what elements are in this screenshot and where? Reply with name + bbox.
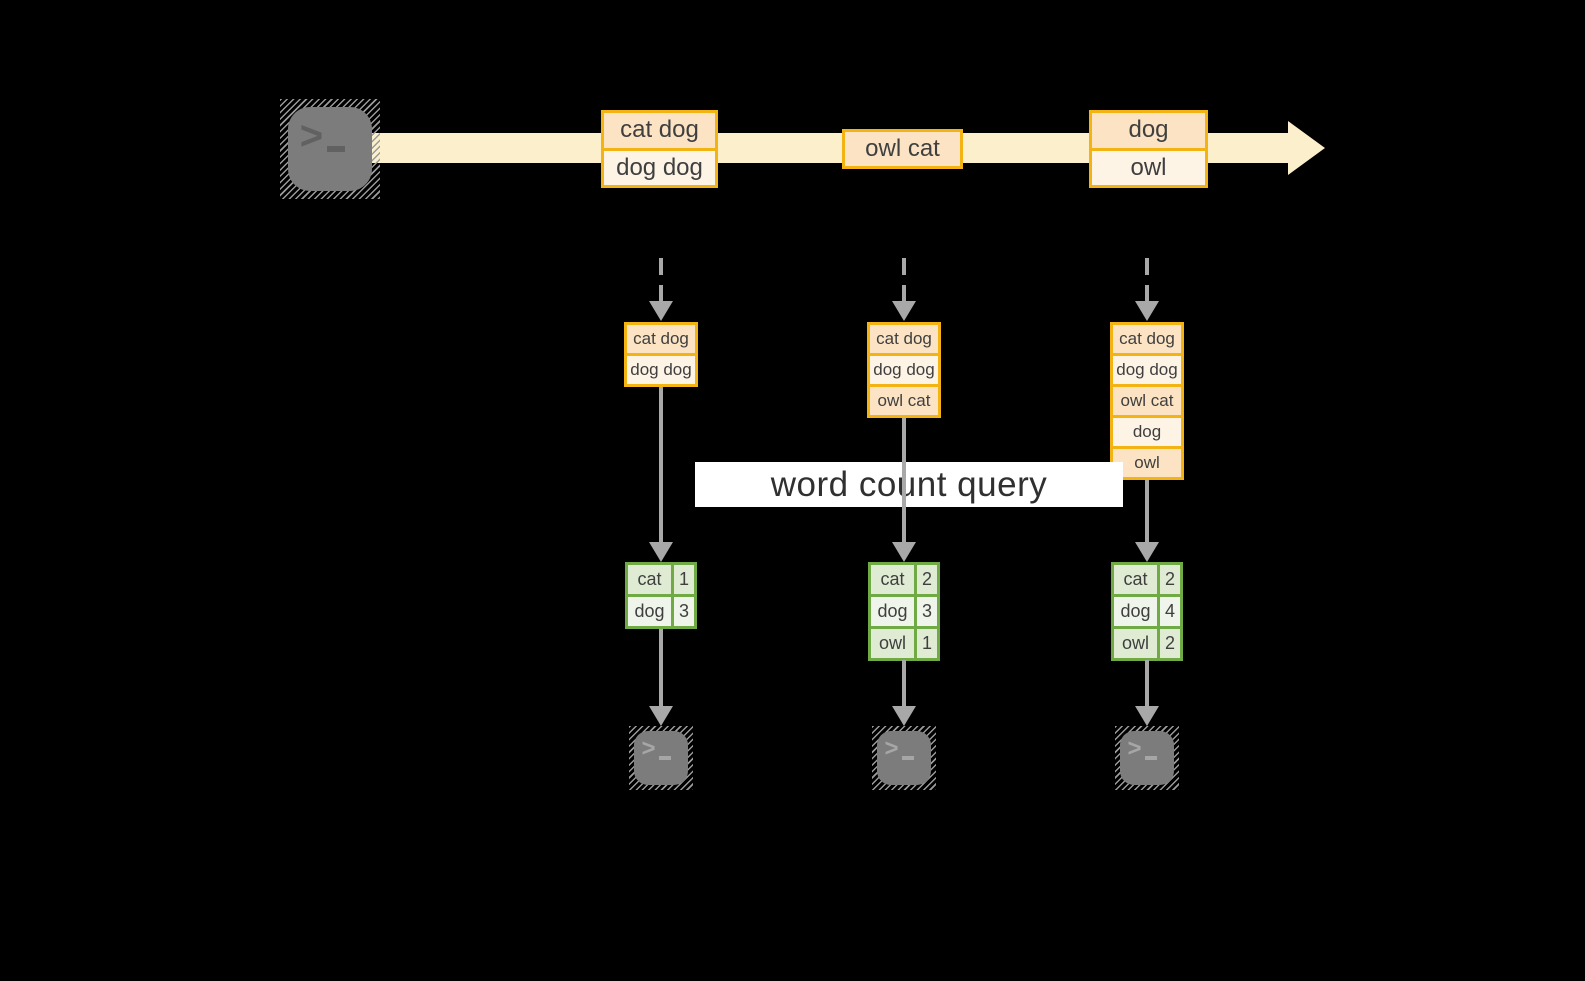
stream-event-3: dog owl xyxy=(1089,110,1208,188)
prompt-underscore-icon xyxy=(902,756,914,761)
result-arrow-2-head xyxy=(892,706,916,726)
prompt-underscore-icon xyxy=(659,756,671,761)
terminal-icon: > xyxy=(629,726,693,790)
query-arrow-2-head xyxy=(892,542,916,562)
count-cell: 2 xyxy=(917,565,937,594)
prompt-chevron-icon: > xyxy=(641,735,656,763)
word-cell: dog xyxy=(1114,597,1160,626)
dashed-arrow-1-head xyxy=(649,301,673,321)
buffer-cell: cat dog xyxy=(627,325,695,353)
prompt-underscore-icon xyxy=(327,146,346,153)
query-arrow-2 xyxy=(902,418,906,542)
count-table-2: cat 2 dog 3 owl 1 xyxy=(868,562,940,661)
count-cell: 1 xyxy=(674,565,694,594)
buffer-cell: dog dog xyxy=(1113,353,1181,384)
buffer-cell: owl xyxy=(1113,446,1181,477)
buffer-cell: owl cat xyxy=(1113,384,1181,415)
table-row: dog 3 xyxy=(628,594,694,626)
word-cell: owl xyxy=(1114,629,1160,658)
word-cell: cat xyxy=(871,565,917,594)
word-cell: dog xyxy=(871,597,917,626)
event-cell: owl xyxy=(1092,147,1205,185)
table-row: cat 2 xyxy=(871,565,937,594)
result-arrow-1 xyxy=(659,629,663,706)
dashed-arrow-1 xyxy=(659,258,663,302)
buffer-cell: dog xyxy=(1113,415,1181,446)
count-cell: 4 xyxy=(1160,597,1180,626)
buffer-cell: cat dog xyxy=(870,325,938,353)
word-cell: cat xyxy=(1114,565,1160,594)
terminal-icon: > xyxy=(1115,726,1179,790)
query-arrow-3-head xyxy=(1135,542,1159,562)
event-cell: cat dog xyxy=(604,113,715,148)
buffer-cell: dog dog xyxy=(627,353,695,384)
buffer-stack-3: cat dog dog dog owl cat dog owl xyxy=(1110,322,1184,480)
terminal-icon: > xyxy=(280,99,380,199)
count-cell: 2 xyxy=(1160,565,1180,594)
word-cell: cat xyxy=(628,565,674,594)
table-row: cat 2 xyxy=(1114,565,1180,594)
result-arrow-2 xyxy=(902,660,906,706)
count-cell: 3 xyxy=(917,597,937,626)
table-row: dog 4 xyxy=(1114,594,1180,626)
terminal-body: > xyxy=(634,731,688,785)
count-cell: 3 xyxy=(674,597,694,626)
prompt-chevron-icon: > xyxy=(299,113,324,158)
dashed-arrow-2 xyxy=(902,258,906,302)
stream-arrow-head xyxy=(1288,121,1325,175)
query-arrow-3 xyxy=(1145,480,1149,542)
prompt-chevron-icon: > xyxy=(1127,735,1142,763)
count-table-3: cat 2 dog 4 owl 2 xyxy=(1111,562,1183,661)
buffer-stack-2: cat dog dog dog owl cat xyxy=(867,322,941,418)
event-cell: dog dog xyxy=(604,147,715,185)
table-row: cat 1 xyxy=(628,565,694,594)
terminal-body: > xyxy=(877,731,931,785)
result-arrow-3 xyxy=(1145,660,1149,706)
prompt-chevron-icon: > xyxy=(884,735,899,763)
dashed-arrow-2-head xyxy=(892,301,916,321)
buffer-cell: dog dog xyxy=(870,353,938,384)
table-row: owl 1 xyxy=(871,626,937,658)
event-cell: owl cat xyxy=(845,132,960,166)
buffer-stack-1: cat dog dog dog xyxy=(624,322,698,387)
count-cell: 2 xyxy=(1160,629,1180,658)
prompt-underscore-icon xyxy=(1145,756,1157,761)
terminal-body: > xyxy=(288,107,372,191)
event-cell: dog xyxy=(1092,113,1205,148)
word-cell: dog xyxy=(628,597,674,626)
dashed-arrow-3-head xyxy=(1135,301,1159,321)
result-arrow-1-head xyxy=(649,706,673,726)
query-arrow-1 xyxy=(659,387,663,542)
table-row: dog 3 xyxy=(871,594,937,626)
count-table-1: cat 1 dog 3 xyxy=(625,562,697,629)
terminal-icon: > xyxy=(872,726,936,790)
dashed-arrow-3 xyxy=(1145,258,1149,302)
buffer-cell: owl cat xyxy=(870,384,938,415)
result-arrow-3-head xyxy=(1135,706,1159,726)
banner-label: word count query xyxy=(770,464,1048,504)
stream-event-1: cat dog dog dog xyxy=(601,110,718,188)
stream-event-2: owl cat xyxy=(842,129,963,169)
buffer-cell: cat dog xyxy=(1113,325,1181,353)
word-count-query-banner: word count query xyxy=(695,462,1123,507)
query-arrow-1-head xyxy=(649,542,673,562)
word-cell: owl xyxy=(871,629,917,658)
count-cell: 1 xyxy=(917,629,937,658)
terminal-body: > xyxy=(1120,731,1174,785)
table-row: owl 2 xyxy=(1114,626,1180,658)
